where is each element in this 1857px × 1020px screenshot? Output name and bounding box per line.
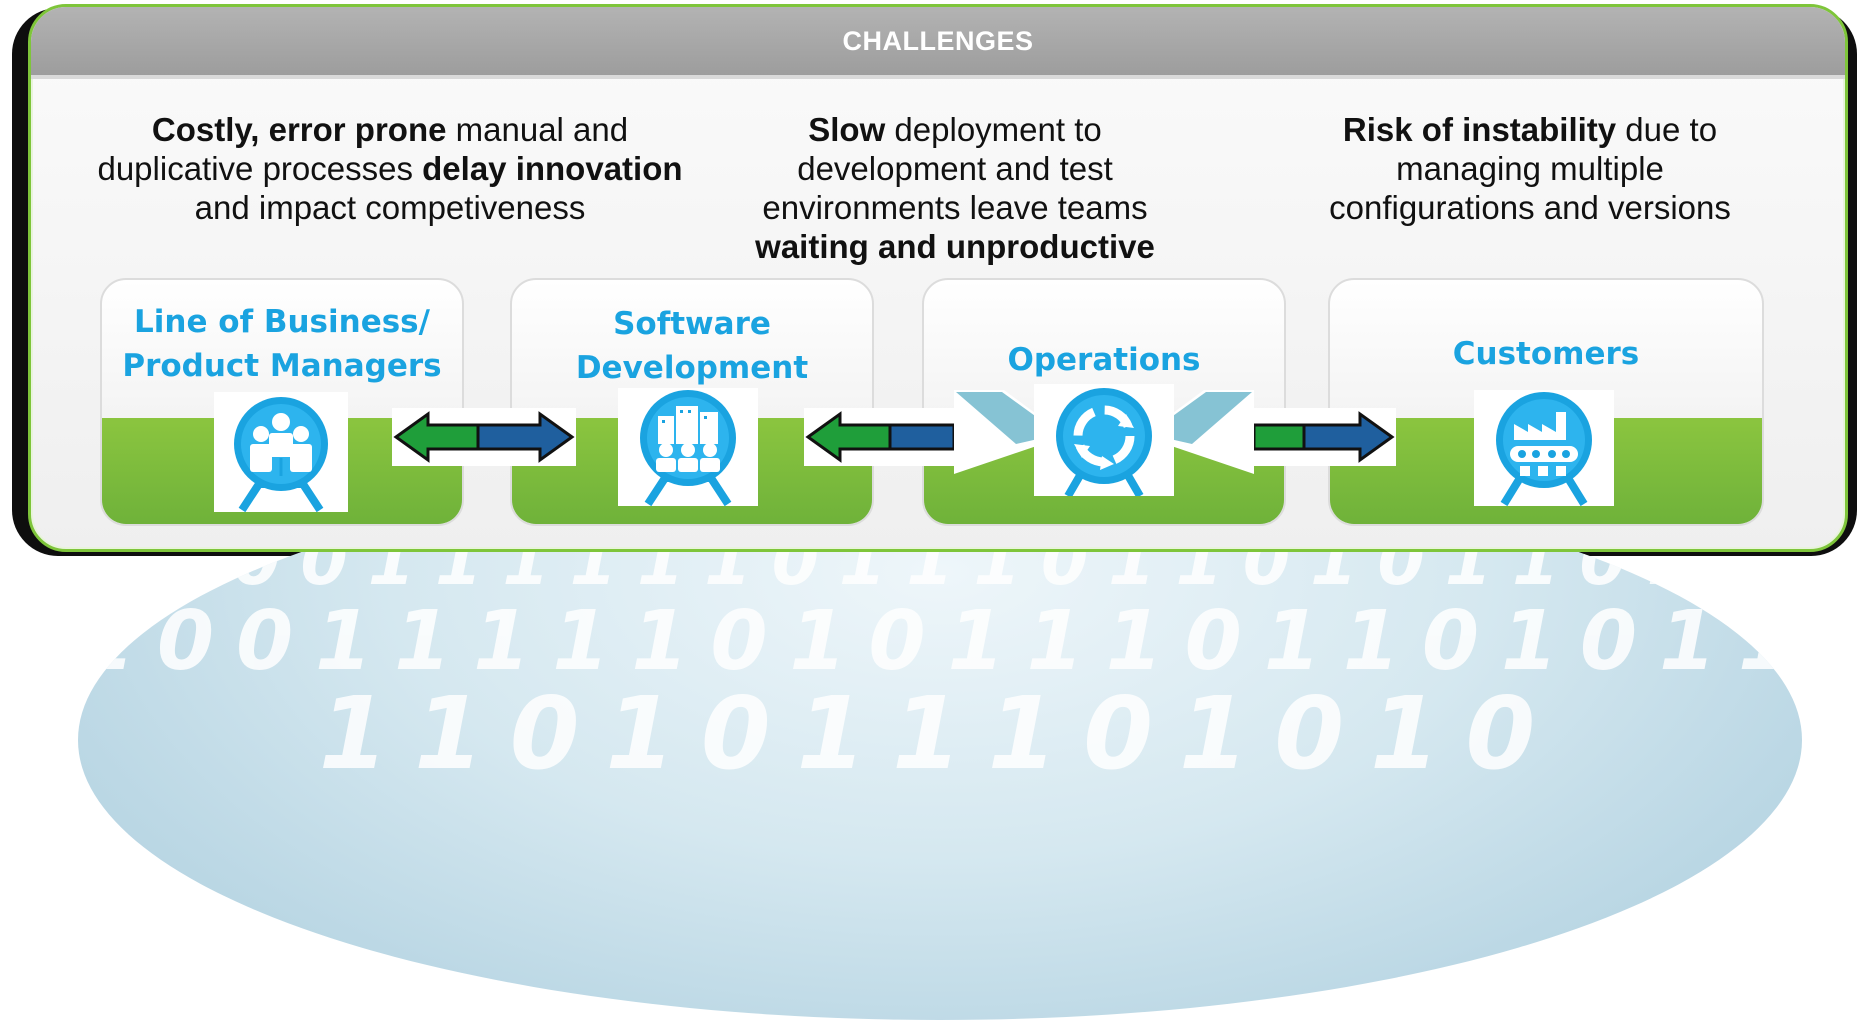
role-label-line1: Operations [1007,342,1201,378]
folded-ribbon-icon [954,390,1254,474]
challenges-header: CHALLENGES [31,7,1845,79]
factory-conveyor-icon [1474,390,1614,507]
role-label: Line of Business/ Product Managers [102,300,462,388]
challenge-development: Slow deployment to development and test … [715,110,1195,266]
role-label-line1: Customers [1452,336,1640,372]
binary-floor: 0000110101110111011011010101 11010110101… [78,460,1802,1020]
challenge-text: deployment to development and test envir… [762,111,1148,226]
challenge-text: and impact competiveness [194,189,586,226]
challenge-text: manual and duplicative processes [97,111,629,187]
role-label: Software Development [512,302,872,390]
challenge-operations: Risk of instability due to managing mult… [1300,110,1760,227]
challenge-bold: Risk of instability [1342,111,1617,148]
role-label-line2: Development [575,350,809,386]
challenge-text: due to managing multiple configurations … [1329,111,1731,226]
challenge-bold: waiting and unproductive [755,228,1155,265]
challenge-bold: Costly, error prone [151,111,447,148]
binary-row: 1101011101010 [318,675,1562,792]
cycle-arrows-icon [1034,384,1174,499]
challenge-business: Costly, error prone manual and duplicati… [95,110,685,227]
double-arrow-icon [392,408,576,466]
challenge-bold: Slow [808,111,886,148]
binary-row: 10011111010111011010110 [78,594,1802,689]
double-arrow-icon [804,408,956,466]
role-label-line1: Line of Business/ [134,304,430,340]
city-team-icon [618,388,758,507]
double-arrow-icon [1252,408,1396,466]
challenge-bold: delay innovation [422,150,683,187]
role-label-line2: Product Managers [122,348,442,384]
role-label: Customers [1330,332,1762,376]
business-people-icon [214,392,348,513]
role-label: Operations [924,338,1284,382]
role-label-line1: Software [613,306,771,342]
